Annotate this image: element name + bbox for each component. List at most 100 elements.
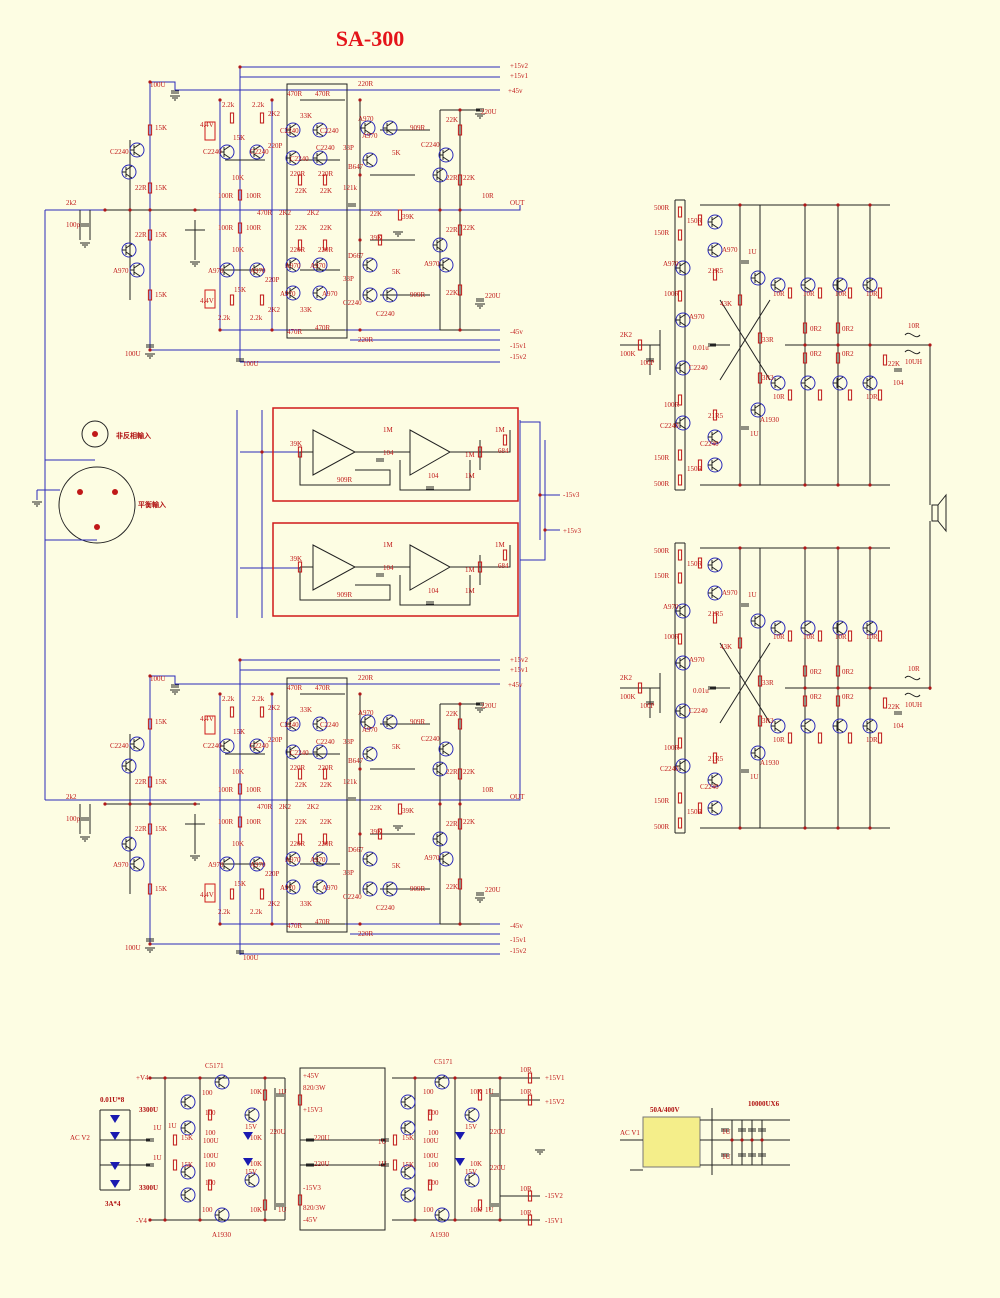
part-label: 15K	[155, 291, 167, 299]
part-label: 22K	[446, 116, 458, 124]
psu-label: 15V	[465, 1168, 477, 1176]
part-label: A970	[689, 313, 705, 321]
part-label: A970	[322, 290, 338, 298]
part-label: 100R	[246, 224, 262, 232]
part-label: 220R	[358, 930, 374, 938]
part-label: 1M	[383, 426, 394, 434]
part-label: 100R	[246, 192, 262, 200]
part-label: 22K	[446, 883, 458, 891]
part-label: 909R	[410, 291, 426, 299]
psu-label: 10K	[250, 1134, 262, 1142]
part-label: 0R2	[842, 693, 854, 701]
part-label: 22R	[446, 174, 458, 182]
psu-label: 15K	[402, 1161, 414, 1169]
psu-label: 15K	[181, 1161, 193, 1169]
part-label: 470R	[257, 803, 273, 811]
psu-label: -15V1	[545, 1217, 563, 1225]
psu-label: 10R	[520, 1088, 532, 1096]
part-label: A970	[280, 290, 296, 298]
rail-label: +45v	[508, 681, 523, 689]
part-label: 100U	[125, 350, 141, 358]
part-label: 100R	[218, 818, 234, 826]
part-label: 0R2	[842, 668, 854, 676]
part-label: 22K	[446, 289, 458, 297]
psu-label: 3A*4	[105, 1200, 121, 1208]
psu-label: A1930	[212, 1231, 232, 1239]
part-label: 33K	[300, 306, 312, 314]
part-label: 220P	[268, 142, 283, 150]
part-label: 1M	[465, 566, 476, 574]
part-label: 33K	[300, 112, 312, 120]
psu-label: 100	[205, 1129, 216, 1137]
part-label: 100P	[640, 702, 655, 710]
part-label: 500R	[654, 547, 670, 555]
part-label: 10R	[866, 393, 878, 401]
part-label: 1M	[495, 426, 506, 434]
power-supply: +V4 -V4 0.01U*8 AC V2 3A*4 3300U 3300U 1…	[70, 1058, 565, 1239]
part-label: 22K	[320, 224, 332, 232]
part-label: 100R	[664, 290, 680, 298]
psu-label: 1U	[168, 1122, 177, 1130]
part-label: C2240	[376, 904, 395, 912]
part-label: 104	[383, 564, 394, 572]
part-label: 0R2	[810, 325, 822, 333]
part-label: 2.2k	[252, 101, 265, 109]
psu-label: 10K	[250, 1088, 262, 1096]
part-label: C2240	[376, 310, 395, 318]
part-label: 150R	[654, 572, 670, 580]
bridge-label: 10000UX6	[748, 1100, 780, 1108]
part-label: 10R	[803, 633, 815, 641]
psu-label: 100	[423, 1206, 434, 1214]
part-label: 0R2	[810, 668, 822, 676]
psu-label: 220U	[490, 1128, 506, 1136]
part-label: 2K2	[620, 331, 633, 339]
psu-label: 10R	[520, 1185, 532, 1193]
psu-label: +15V3	[303, 1106, 323, 1114]
part-label: C2240	[290, 749, 309, 757]
psu-label: 100U	[423, 1137, 439, 1145]
part-label: 22K	[295, 781, 307, 789]
part-label: 1U	[748, 591, 757, 599]
part-label: A970	[424, 854, 440, 862]
part-label: 4.4V	[200, 121, 214, 129]
part-label: 0.01u	[693, 344, 709, 352]
psu-label: 1U	[153, 1124, 162, 1132]
rail-label: +15v2	[510, 656, 528, 664]
part-label: 220R	[358, 336, 374, 344]
part-label: 22K	[463, 224, 475, 232]
bridge-label: 1U	[722, 1153, 731, 1161]
part-label: 15K	[155, 778, 167, 786]
part-label: 22K	[320, 187, 332, 195]
part-label: 100R	[664, 633, 680, 641]
bridge-rectifier	[642, 1116, 701, 1168]
part-label: 909R	[410, 718, 426, 726]
main-rectifier: 50A/400V AC V1 10000UX6 1U 1U	[620, 1100, 790, 1175]
part-label: A970	[362, 726, 378, 734]
psu-label: C5171	[205, 1062, 224, 1070]
part-label: A970	[280, 884, 296, 892]
part-label: A970	[689, 656, 705, 664]
psu-label: 15V	[245, 1168, 257, 1176]
part-label: 15K	[155, 231, 167, 239]
part-label: 220R	[358, 80, 374, 88]
psu-label: 10R	[520, 1066, 532, 1074]
part-label: 220P	[265, 870, 280, 878]
part-label: 220U	[481, 108, 497, 116]
part-label: 33P	[343, 869, 354, 877]
part-label: 22K	[295, 818, 307, 826]
psu-label: 1U	[378, 1138, 387, 1146]
part-label: 22K	[370, 804, 382, 812]
psu-label: 10K	[470, 1206, 482, 1214]
part-label: B647	[348, 757, 364, 765]
part-label: 1U	[750, 773, 759, 781]
rail-label: +15v1	[510, 72, 528, 80]
part-label: A970	[208, 861, 224, 869]
part-label: B647	[348, 163, 364, 171]
psu-label: 1U	[485, 1206, 494, 1214]
psu-label: 220U	[490, 1164, 506, 1172]
part-label: 150R	[687, 808, 703, 816]
part-label: 0R2	[842, 350, 854, 358]
part-label: 100R	[664, 744, 680, 752]
part-label: 10R	[773, 633, 785, 641]
